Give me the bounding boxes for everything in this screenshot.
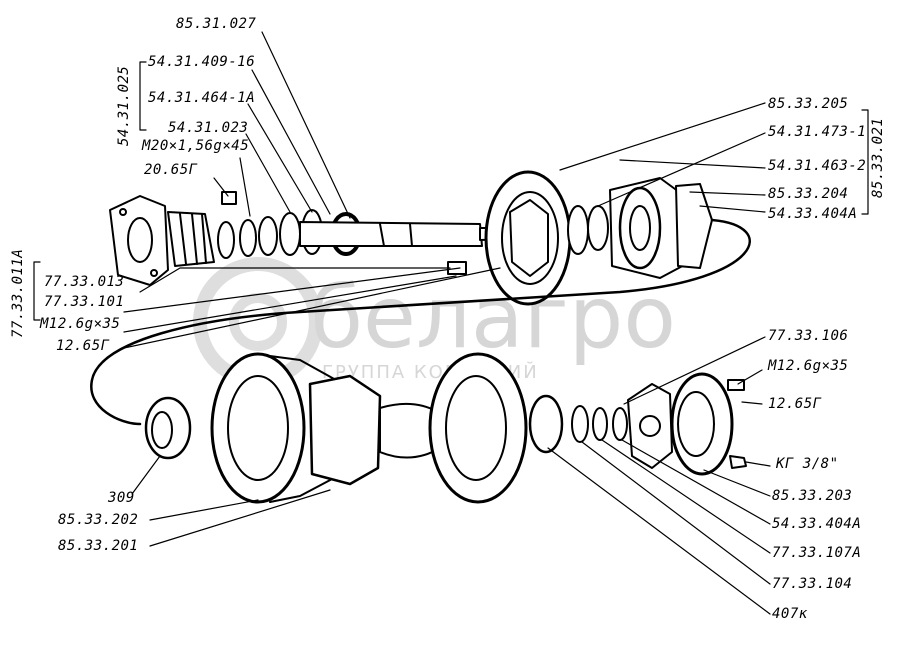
bearing-407k <box>528 394 564 454</box>
label-77-33-101: 77.33.101 <box>44 294 125 310</box>
hex-bolt-right <box>727 379 745 391</box>
collar <box>567 205 589 255</box>
label-20-65g: 20.65Г <box>144 162 198 178</box>
group-label-77-33-011a: 77.33.011А <box>10 248 26 338</box>
spacer-ring <box>258 216 278 256</box>
seal-404a <box>612 407 628 441</box>
label-85-33-205: 85.33.205 <box>768 96 849 112</box>
washer-ring <box>217 221 235 259</box>
label-m20-bolt: М20×1,56g×45 <box>142 138 250 154</box>
label-77-33-104: 77.33.104 <box>772 576 853 592</box>
watermark-brand: белагро <box>310 268 677 368</box>
flange-bore <box>127 217 153 263</box>
ring-107a <box>592 407 608 441</box>
label-m12-left: М12.6g×35 <box>40 316 121 332</box>
main-shaft <box>299 221 483 247</box>
label-54-31-473-1: 54.31.473-1 <box>768 124 867 140</box>
label-85-33-203: 85.33.203 <box>772 488 853 504</box>
label-kg-plug: КГ 3/8" <box>776 456 839 472</box>
spacer-104 <box>571 405 589 443</box>
label-85-33-201: 85.33.201 <box>58 538 139 554</box>
watermark-logo-inner <box>229 293 287 351</box>
label-54-31-409-16: 54.31.409-16 <box>148 54 256 70</box>
label-54-33-404a-top: 54.33.404А <box>768 206 858 222</box>
cover-plate-top <box>675 183 713 269</box>
lube-hose <box>90 218 751 426</box>
end-cap <box>670 372 734 476</box>
shaft-nut <box>167 211 215 267</box>
label-12-65g-right: 12.65Г <box>768 396 822 412</box>
hub-ring-outer <box>210 352 306 504</box>
label-77-33-106: 77.33.106 <box>768 328 849 344</box>
label-54-31-463-2: 54.31.463-2 <box>768 158 867 174</box>
hub-body <box>308 374 382 486</box>
thrust-ring <box>587 205 609 251</box>
flange-bolt-hole <box>150 269 158 277</box>
label-54-31-464-1a: 54.31.464-1А <box>148 90 256 106</box>
flange-left <box>109 195 169 286</box>
group-label-54-31-025: 54.31.025 <box>116 65 132 146</box>
label-407k: 407к <box>772 606 808 622</box>
label-54-31-023: 54.31.023 <box>168 120 249 136</box>
label-85-33-204: 85.33.204 <box>768 186 849 202</box>
label-85-31-027: 85.31.027 <box>176 16 257 32</box>
label-12-65g-left: 12.65Г <box>56 338 110 354</box>
label-85-33-202: 85.33.202 <box>58 512 139 528</box>
spring-ring <box>239 219 257 257</box>
label-309: 309 <box>108 490 135 506</box>
label-77-33-107a: 77.33.107А <box>772 545 862 561</box>
group-label-85-33-021: 85.33.021 <box>870 117 886 198</box>
flange-bolt-hole <box>119 208 127 216</box>
seal-ring-a <box>279 212 301 256</box>
cover-plate-bottom <box>627 383 673 469</box>
label-54-33-404a-bottom: 54.33.404А <box>772 516 862 532</box>
label-77-33-013: 77.33.013 <box>44 274 125 290</box>
hex-bolt-top <box>221 191 237 205</box>
label-m12-right: М12.6g×35 <box>768 358 849 374</box>
plug-kg <box>729 455 747 469</box>
